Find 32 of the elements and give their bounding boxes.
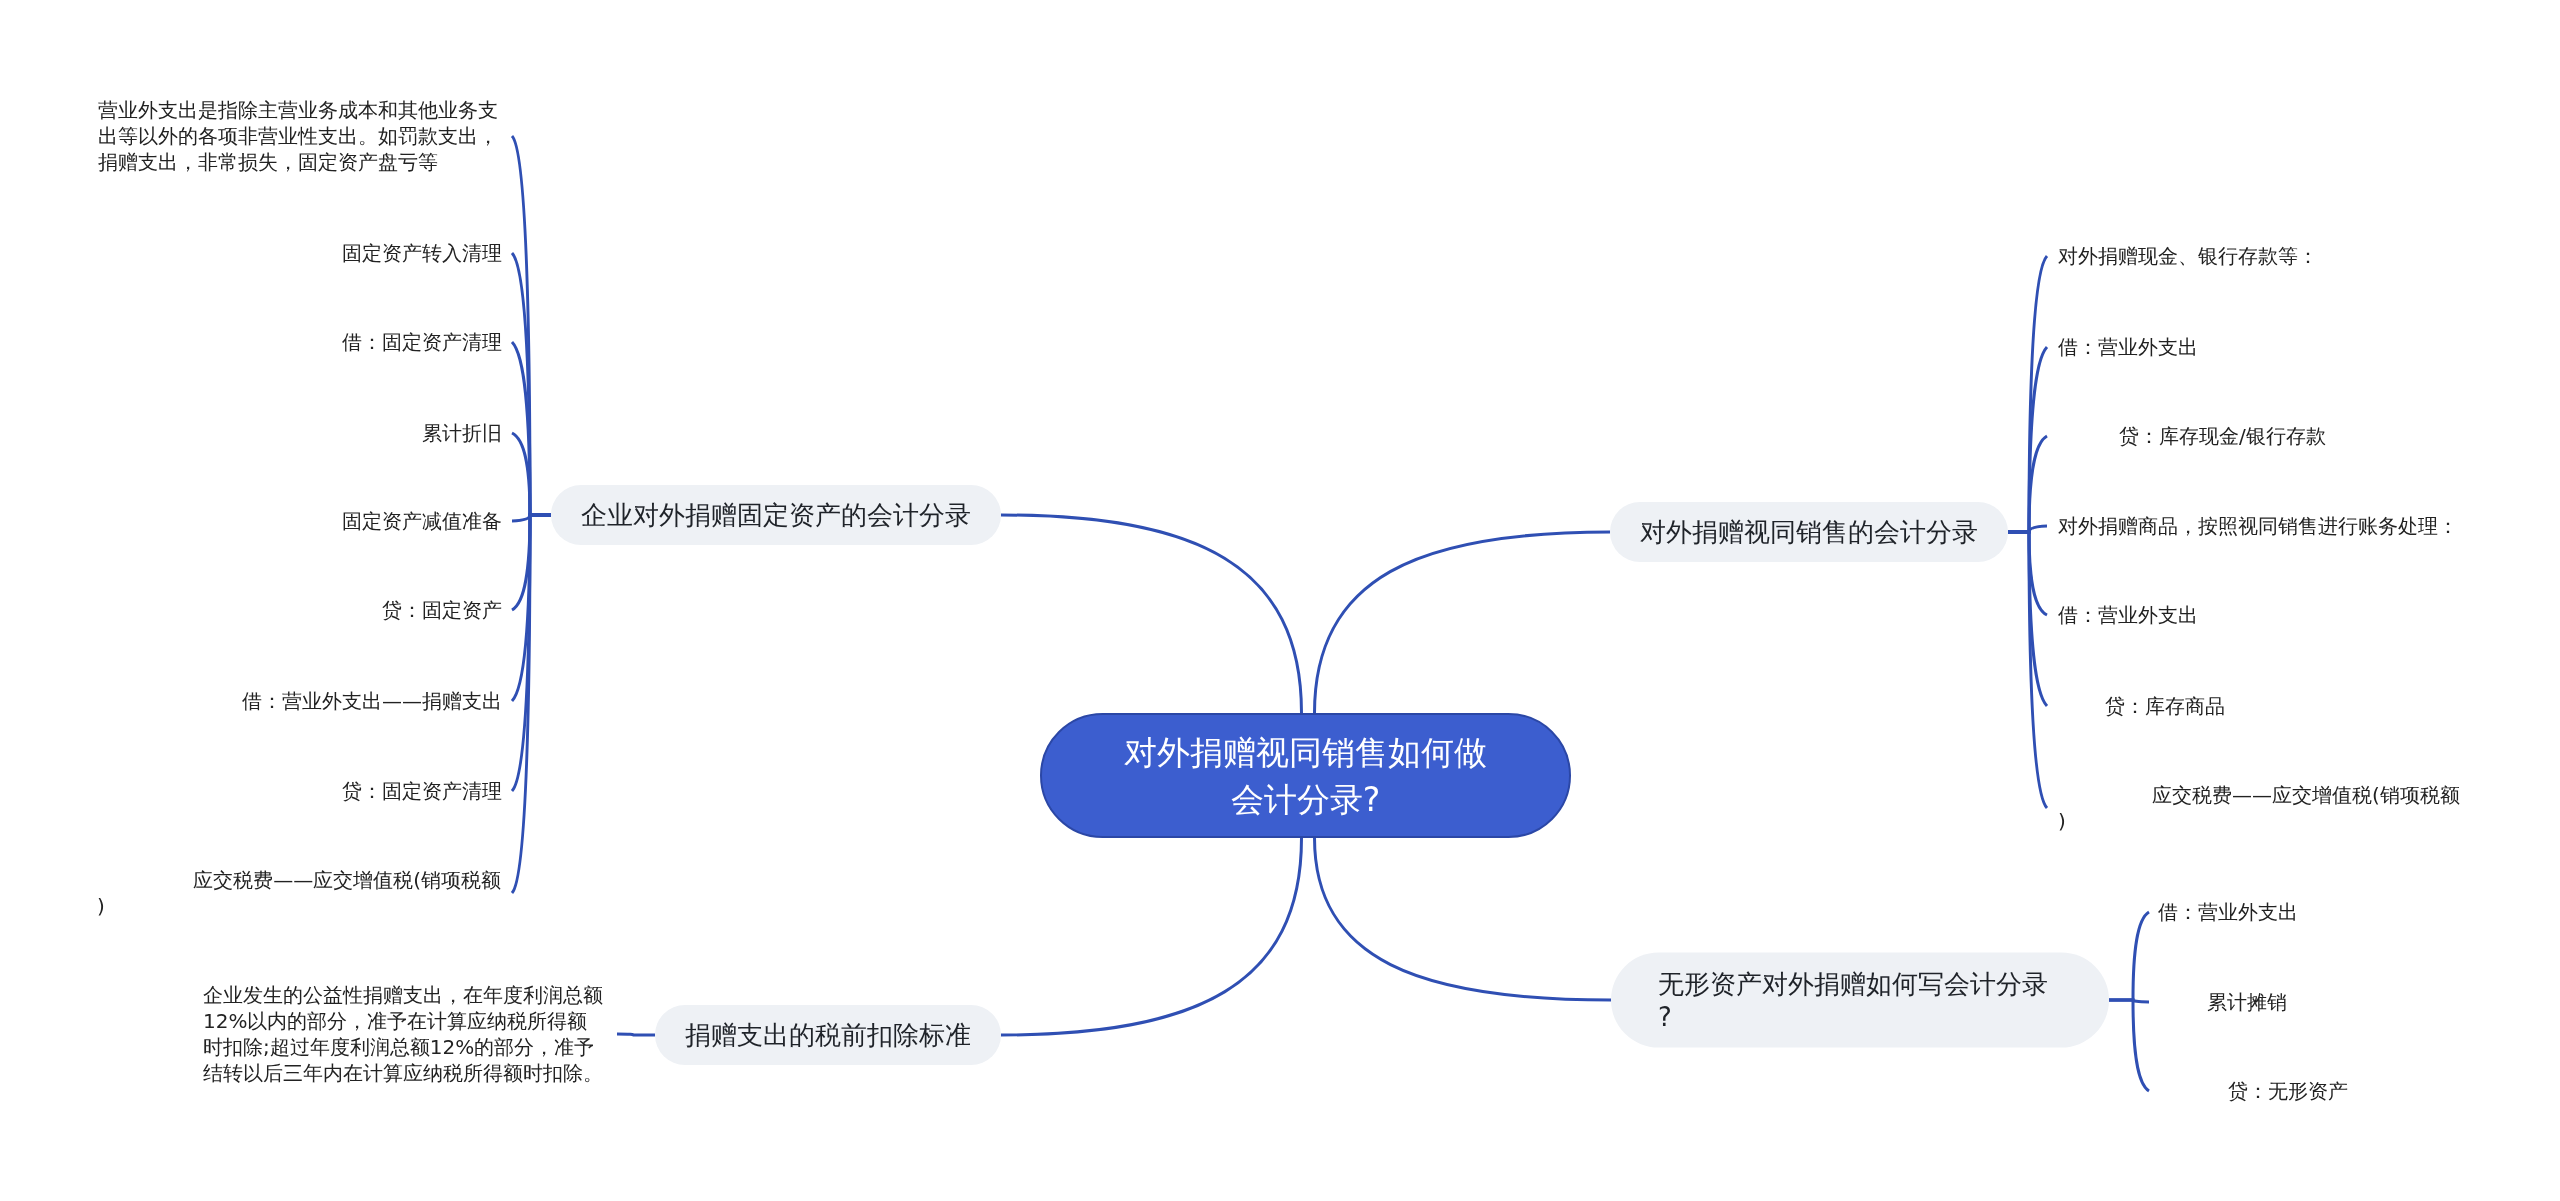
note-text: 企业发生的公益性捐赠支出，在年度利润总额12%以内的部分，准予在计算应纳税所得额时扣除;超过年度利润总额12%的部分，准予结转以后三年内在计算应纳税所得额时扣除。 bbox=[203, 982, 617, 1086]
note-text: 应交税费——应交增值税(销项税额) bbox=[2047, 782, 2461, 834]
topic-pill: 对外捐赠视同销售的会计分录 bbox=[1610, 502, 2008, 562]
note-text: 固定资产减值准备 bbox=[342, 508, 512, 534]
note-text: 贷：库存现金/银行存款 bbox=[2047, 423, 2326, 449]
branch-line bbox=[617, 1032, 655, 1037]
branch-line bbox=[1000, 837, 1303, 1037]
central-topic: 对外捐赠视同销售如何做会计分录? bbox=[1040, 713, 1571, 838]
topic-pill: 企业对外捐赠固定资产的会计分录 bbox=[551, 485, 1001, 545]
branch-line bbox=[1313, 530, 1611, 714]
note-text: 贷：无形资产 bbox=[2149, 1078, 2348, 1104]
note-text: 借：营业外支出 bbox=[2149, 899, 2298, 925]
note-text: 借：营业外支出——捐赠支出 bbox=[242, 688, 512, 714]
note-text: 应交税费——应交增值税(销项税额) bbox=[97, 867, 512, 919]
note-text: 借：营业外支出 bbox=[2047, 602, 2198, 628]
note-text: 贷：固定资产 bbox=[382, 597, 512, 623]
note-text: 固定资产转入清理 bbox=[342, 240, 512, 266]
note-text: 累计折旧 bbox=[422, 420, 512, 446]
note-text: 对外捐赠商品，按照视同销售进行账务处理： bbox=[2047, 513, 2458, 539]
branch-line bbox=[510, 513, 551, 894]
note-text: 贷：固定资产清理 bbox=[342, 778, 512, 804]
note-text: 借：固定资产清理 bbox=[342, 329, 512, 355]
note-text: 营业外支出是指除主营业务成本和其他业务支出等以外的各项非营业性支出。如罚款支出，捐赠支出，非常损失，固定资产盘亏等 bbox=[98, 97, 512, 175]
note-text: 累计摊销 bbox=[2149, 989, 2287, 1015]
branch-line bbox=[2109, 998, 2150, 1093]
note-text: 贷：库存商品 bbox=[2047, 693, 2225, 719]
topic-pill: 捐赠支出的税前扣除标准 bbox=[655, 1005, 1001, 1065]
branch-line bbox=[1000, 513, 1303, 714]
note-text: 对外捐赠现金、银行存款等： bbox=[2047, 243, 2318, 269]
branch-line bbox=[1313, 837, 1612, 1002]
note-text: 借：营业外支出 bbox=[2047, 334, 2198, 360]
topic-pill: 无形资产对外捐赠如何写会计分录? bbox=[1611, 952, 2109, 1048]
